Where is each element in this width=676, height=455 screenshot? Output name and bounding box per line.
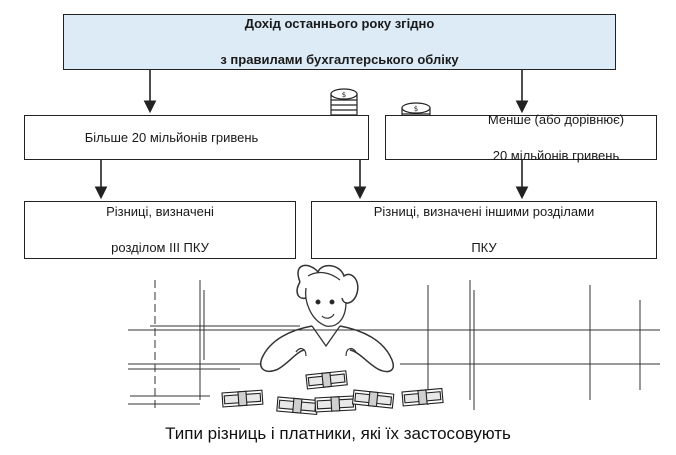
more-box-text: Більше 20 мільйонів гривень — [84, 129, 259, 145]
diffother-box-line1: Різниці, визначені іншими розділами — [373, 204, 595, 219]
box-differences-other-sections: Різниці, визначені іншими розділами ПКУ — [311, 201, 657, 259]
less-box-line2: 20 мільйонів гривень — [492, 147, 620, 163]
less-box-line1: Менше (або дорівнює) — [487, 111, 625, 127]
top-box-line2: з правилами бухгалтерського обліку — [220, 52, 459, 67]
box-less-or-equal-20m: Менше (або дорівнює) 20 мільйонів гривен… — [385, 112, 657, 163]
top-box-line1: Дохід останнього року згідно — [244, 16, 435, 31]
figure-caption: Типи різниць і платники, які їх застосов… — [165, 424, 511, 443]
svg-text:$: $ — [414, 105, 418, 113]
box-differences-section-3: Різниці, визначені розділом ІІІ ПКУ — [24, 201, 296, 259]
money-stacks — [221, 370, 444, 416]
diff3-box-line1: Різниці, визначені — [106, 204, 214, 219]
diff3-box-line2: розділом ІІІ ПКУ — [111, 240, 209, 255]
top-box-income-criterion: Дохід останнього року згідно з правилами… — [63, 14, 616, 70]
svg-text:$: $ — [342, 91, 346, 99]
box-more-than-20m: Більше 20 мільйонів гривень — [24, 115, 369, 160]
diffother-box-line2: ПКУ — [471, 240, 497, 255]
person-with-money-illustration — [128, 264, 660, 410]
